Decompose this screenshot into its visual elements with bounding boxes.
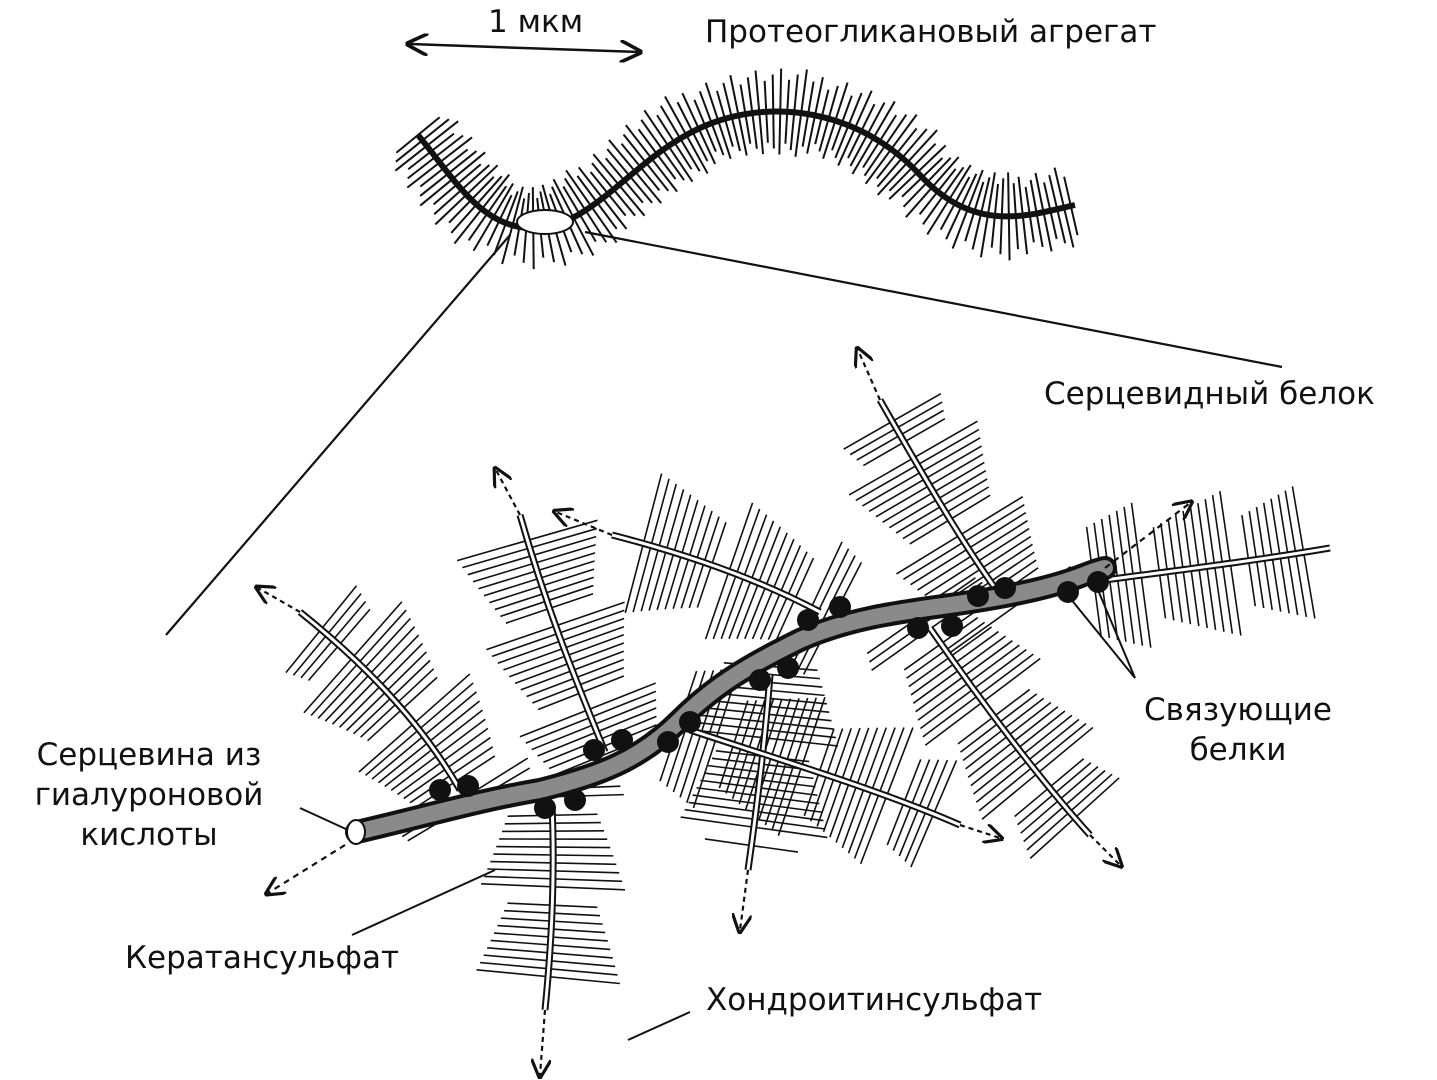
chain-arrow — [496, 470, 520, 515]
link-protein-dot — [749, 669, 771, 691]
link-protein-dot — [1057, 581, 1079, 603]
core-protein-chain — [930, 628, 1090, 835]
link-protein-dot — [583, 739, 605, 761]
link-proteins-line-1: Связующие — [1128, 690, 1348, 730]
aggregate-highlight — [517, 210, 573, 234]
chain-arrow — [540, 1010, 545, 1075]
link-proteins-label: Связующие белки — [1128, 690, 1348, 770]
chain-arrow — [858, 350, 880, 400]
core-protein-label: Серцевидный белок — [1044, 374, 1375, 414]
hyaluronic-core-end — [347, 820, 365, 844]
keratan-sulfate-label: Кератансульфат — [125, 938, 399, 978]
zoom-line-left — [166, 235, 510, 635]
chondroitin-sulfate-label: Хондроитинсульфат — [706, 980, 1042, 1020]
link-protein-dot — [1087, 571, 1109, 593]
chain-arrow — [1090, 835, 1120, 865]
chain-arrow — [258, 588, 300, 612]
link-protein-dot — [967, 585, 989, 607]
hyaluronic-core-label: Серцевина из гиалуроновой кислоты — [14, 735, 284, 855]
scale-label: 1 мкм — [488, 2, 583, 42]
link-protein-dot — [994, 577, 1016, 599]
link-protein-dot — [564, 789, 586, 811]
link-protein-dot — [829, 596, 851, 618]
chain-arrow — [960, 825, 1000, 838]
hyaluronic-line-2: гиалуроновой — [14, 775, 284, 815]
link-protein-dot — [941, 615, 963, 637]
link-protein-dot — [907, 617, 929, 639]
link-proteins-line-2: белки — [1128, 730, 1348, 770]
chain-arrow — [740, 870, 748, 930]
leader-hyaluronic — [300, 808, 348, 830]
link-protein-dot — [657, 731, 679, 753]
link-protein-dot — [429, 779, 451, 801]
link-protein-dot — [797, 609, 819, 631]
link-protein-dot — [611, 729, 633, 751]
link-protein-dot — [457, 775, 479, 797]
zoom-line-right — [585, 232, 1282, 367]
scale-arrow — [410, 44, 638, 52]
leader-keratan — [352, 870, 495, 935]
link-protein-dot — [679, 711, 701, 733]
link-protein-dot — [777, 657, 799, 679]
aggregate-bristles — [395, 69, 1077, 270]
hyaluronic-arrow-right — [1105, 503, 1190, 568]
leader-chondroitin — [628, 1012, 690, 1040]
hyaluronic-line-3: кислоты — [14, 815, 284, 855]
aggregate-title: Протеогликановый агрегат — [705, 12, 1156, 52]
link-protein-dot — [534, 797, 556, 819]
hyaluronic-line-1: Серцевина из — [14, 735, 284, 775]
